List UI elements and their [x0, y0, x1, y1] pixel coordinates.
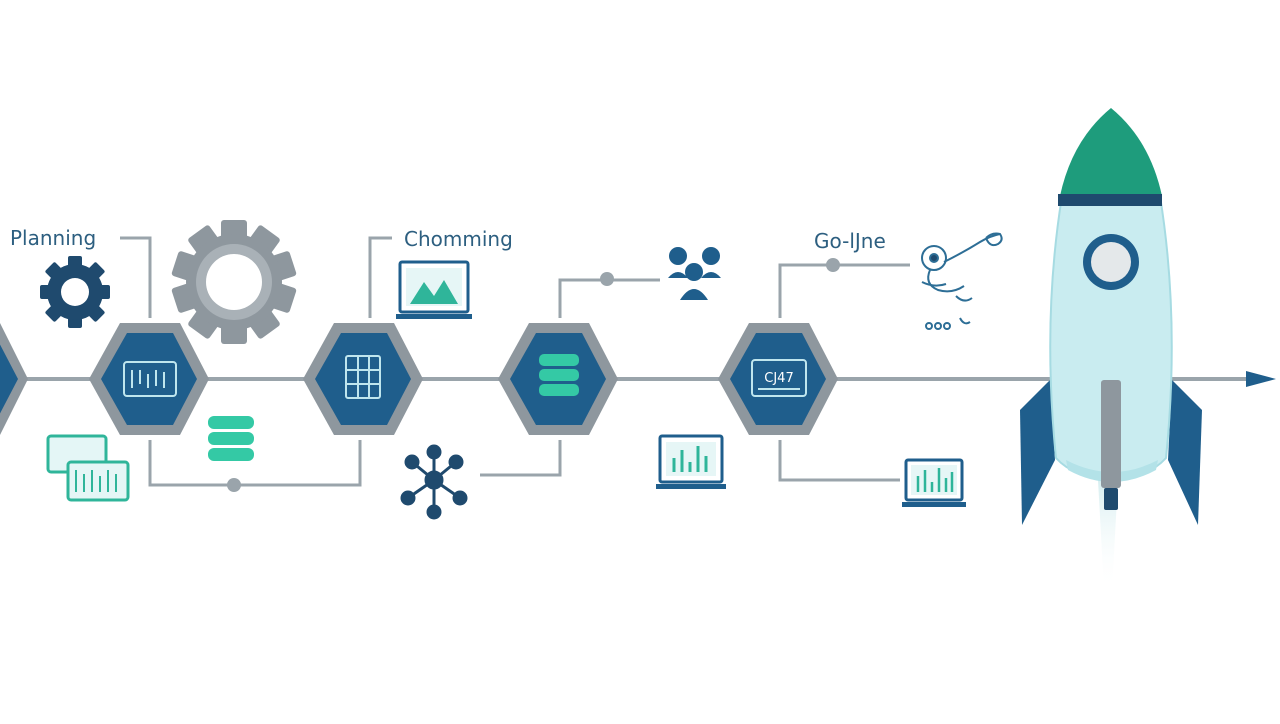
rocket-nose	[1060, 108, 1162, 196]
rocket-right-fin	[1168, 380, 1202, 525]
label-planning: Planning	[10, 226, 97, 250]
network-icon	[400, 444, 468, 520]
connector-dot	[826, 258, 840, 272]
rocket-left-fin	[1020, 380, 1055, 525]
hex-node-2	[303, 323, 423, 435]
circuit-board-icon	[123, 361, 177, 397]
hex-node-1	[89, 323, 209, 435]
database-icon	[539, 354, 579, 396]
screen-icon	[751, 359, 807, 397]
node-code-text: CJ47	[764, 371, 793, 386]
hex-node-partial	[0, 323, 28, 435]
stacked-screens-icon	[46, 434, 130, 502]
rocket-window	[1091, 242, 1131, 282]
grid-document-icon	[345, 355, 381, 399]
gear-icon	[40, 256, 110, 328]
laptop-chart-icon-2	[902, 458, 966, 507]
label-chomming: Chomming	[404, 227, 513, 251]
label-go-live: Go-lJne	[814, 229, 886, 253]
rocket-band	[1058, 194, 1162, 206]
rocket-center-fin	[1101, 380, 1121, 488]
hex-node-3	[498, 323, 618, 435]
hex-node-4: CJ47	[718, 323, 838, 435]
rocket	[1020, 108, 1202, 590]
server-stack-icon	[208, 416, 254, 461]
monitor-chart-icon	[396, 260, 472, 319]
team-icon	[668, 247, 721, 300]
connector-dot	[600, 272, 614, 286]
connectors	[120, 236, 910, 487]
launch-sketch-icon	[921, 232, 1003, 330]
laptop-chart-icon	[656, 434, 726, 489]
timeline-arrowhead	[1246, 371, 1276, 387]
connector-dot	[227, 478, 241, 492]
large-gear-icon	[171, 220, 297, 344]
